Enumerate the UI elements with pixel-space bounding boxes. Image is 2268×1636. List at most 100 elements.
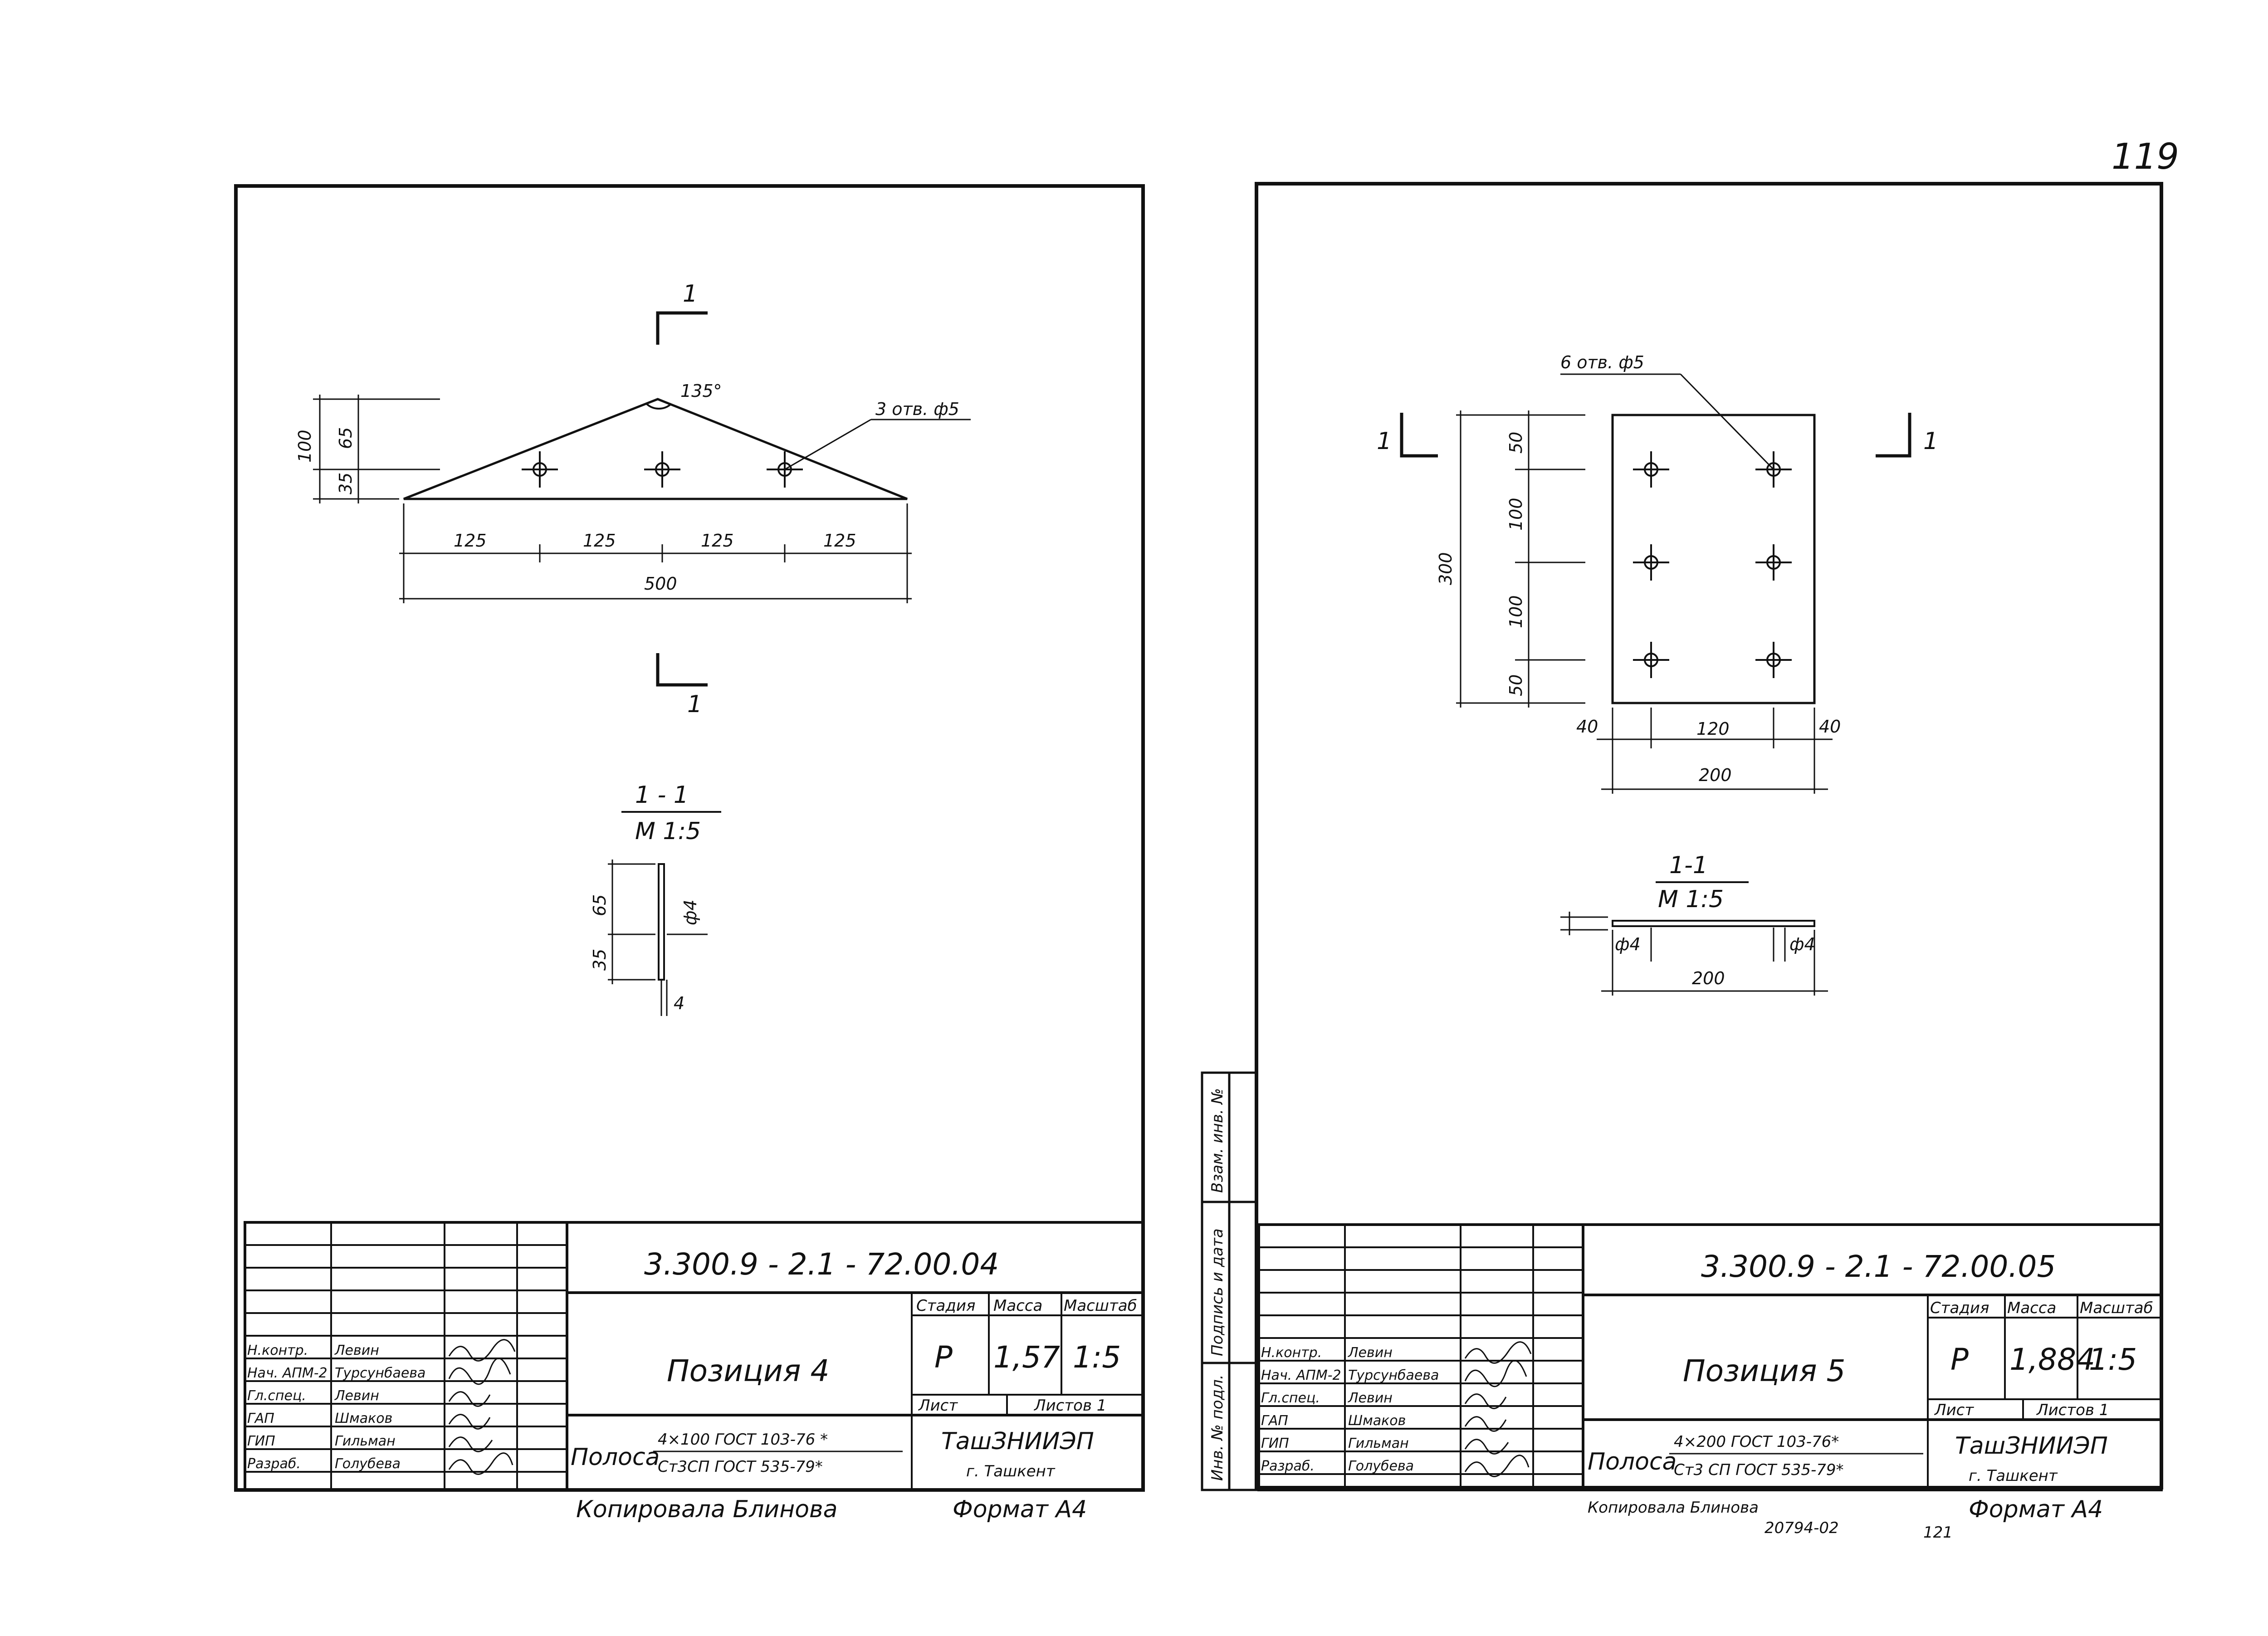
person-1-right: Левин [1348, 1345, 1393, 1361]
section-dim-65: 65 [590, 894, 610, 916]
person-3-left: Левин [334, 1388, 379, 1404]
header-mass-left: Масса [993, 1297, 1042, 1315]
section-dim-4: 4 [674, 993, 684, 1013]
value-stage-left: Р [934, 1340, 953, 1375]
section-dim-35: 35 [590, 949, 610, 971]
role-6-left: Разраб. [247, 1456, 301, 1472]
section-mark-left-right-sheet: 1 [1377, 428, 1392, 455]
person-6-right: Голубева [1348, 1458, 1414, 1474]
role-3-left: Гл.спец. [247, 1388, 306, 1404]
dim-total-200: 200 [1699, 765, 1732, 785]
header-mass-right: Масса [2007, 1299, 2056, 1317]
section-profile-left [658, 863, 665, 981]
person-4-left: Шмаков [335, 1411, 392, 1426]
left-sheet: 135° 3 отв. ф5 100 65 35 [234, 184, 1145, 1523]
role-4-left: ГАП [247, 1411, 274, 1426]
right-sheet-frame [1255, 182, 2163, 1489]
triangle-holes [522, 451, 803, 488]
doc-code-left: 3.300.9 - 2.1 - 72.00.04 [644, 1247, 999, 1282]
triangle-plate [403, 398, 908, 500]
title-block-left [244, 1221, 1144, 1491]
side-stamp-1: Взам. инв. № [1208, 1088, 1227, 1193]
section-mark-bottom-left: 1 [687, 691, 702, 718]
page-number: 119 [2112, 137, 2179, 177]
dim-v-300: 300 [1436, 552, 1456, 585]
section-dim-f4: ф4 [680, 899, 700, 925]
dim-v-100-a: 100 [1506, 498, 1526, 531]
person-2-left: Турсунбаева [335, 1365, 425, 1381]
role-2-right: Нач. АПМ-2 [1261, 1367, 1341, 1383]
role-2-left: Нач. АПМ-2 [247, 1365, 327, 1381]
angle-label: 135° [680, 381, 722, 401]
material-top-right: 4×200 ГОСТ 103-76* [1674, 1433, 1839, 1451]
section-title-right: 1-1 [1669, 852, 1708, 879]
doc-code-right: 3.300.9 - 2.1 - 72.00.05 [1701, 1249, 2056, 1284]
dim-h-125-d: 125 [823, 531, 856, 551]
section-dim-200: 200 [1692, 968, 1725, 988]
holes-note-left: 3 отв. ф5 [875, 399, 959, 419]
material-prefix-right: Полоса [1588, 1448, 1677, 1475]
dim-v-100: 100 [295, 430, 315, 463]
rect-plate [1611, 414, 1816, 704]
section-title-left: 1 - 1 [635, 781, 689, 809]
signatures-right [1464, 1341, 1532, 1477]
dim-v-100-b: 100 [1506, 595, 1526, 628]
value-stage-right: Р [1950, 1342, 1969, 1377]
dim-h-125-a: 125 [454, 531, 487, 551]
material-bottom-right: Ст3 СП ГОСТ 535-79* [1674, 1461, 1844, 1479]
material-prefix-left: Полоса [571, 1444, 660, 1471]
dim-h-40-left: 40 [1576, 717, 1598, 737]
sheet-label-right: Лист [1934, 1401, 1974, 1419]
dim-h-125-b: 125 [583, 531, 616, 551]
footer-format-left: Формат А4 [953, 1496, 1087, 1523]
person-1-left: Левин [334, 1343, 379, 1358]
section-dim-f4-a: ф4 [1615, 934, 1641, 954]
person-2-right: Турсунбаева [1348, 1367, 1439, 1383]
footer-format-right: Формат А4 [1969, 1496, 2103, 1523]
header-stage-left: Стадия [916, 1297, 975, 1315]
doc-name-left: Позиция 4 [667, 1353, 830, 1388]
value-scale-right: 1:5 [2089, 1342, 2137, 1377]
dim-v-50-bottom: 50 [1506, 674, 1526, 696]
side-stamp-3: Инв. № подл. [1208, 1374, 1227, 1481]
sheet-label-left: Лист [918, 1397, 958, 1415]
footer-extra-right: 121 [1923, 1524, 1953, 1542]
footer-archive-right: 20794-02 [1765, 1519, 1839, 1537]
footer-copied-right: Копировала Блинова [1588, 1499, 1759, 1517]
person-5-right: Гильман [1348, 1436, 1409, 1451]
role-1-right: Н.контр. [1261, 1345, 1322, 1361]
signatures-left [448, 1339, 516, 1475]
dim-v-50-top: 50 [1506, 432, 1526, 454]
rect-holes [1633, 451, 1792, 678]
person-3-right: Левин [1348, 1390, 1393, 1406]
section-profile-right [1612, 920, 1815, 927]
header-scale-right: Масштаб [2080, 1299, 2153, 1317]
material-top-left: 4×100 ГОСТ 103-76 * [658, 1431, 828, 1449]
section-dim-f4-b: ф4 [1789, 934, 1815, 954]
right-sheet: Взам. инв. № Подпись и дата Инв. № подл.… [1201, 182, 2163, 1542]
role-5-left: ГИП [247, 1433, 275, 1449]
org-left: ТашЗНИИЭП [941, 1428, 1094, 1455]
role-1-left: Н.контр. [247, 1343, 308, 1358]
person-4-right: Шмаков [1348, 1413, 1406, 1429]
dim-v-35: 35 [336, 473, 356, 494]
section-mark-right-right-sheet: 1 [1923, 428, 1938, 455]
holes-note-right: 6 отв. ф5 [1560, 352, 1644, 372]
section-scale-right: М 1:5 [1658, 886, 1724, 913]
role-4-right: ГАП [1261, 1413, 1288, 1429]
dim-v-65: 65 [336, 427, 356, 449]
doc-name-right: Позиция 5 [1683, 1353, 1846, 1388]
city-left: г. Ташкент [966, 1462, 1056, 1480]
section-scale-left: М 1:5 [635, 818, 701, 845]
section-mark-top-left: 1 [683, 280, 698, 308]
org-right: ТашЗНИИЭП [1955, 1432, 2108, 1460]
dim-h-125-c: 125 [701, 531, 734, 551]
sheets-label-right: Листов 1 [2036, 1401, 2109, 1419]
dim-h-40-right: 40 [1819, 717, 1841, 737]
value-mass-left: 1,57 [993, 1340, 1060, 1375]
value-scale-left: 1:5 [1073, 1340, 1121, 1375]
sheets-label-left: Листов 1 [1033, 1397, 1106, 1415]
header-scale-left: Масштаб [1064, 1297, 1137, 1315]
material-bottom-left: Ст3СП ГОСТ 535-79* [658, 1458, 823, 1476]
dim-h-120: 120 [1696, 719, 1730, 739]
